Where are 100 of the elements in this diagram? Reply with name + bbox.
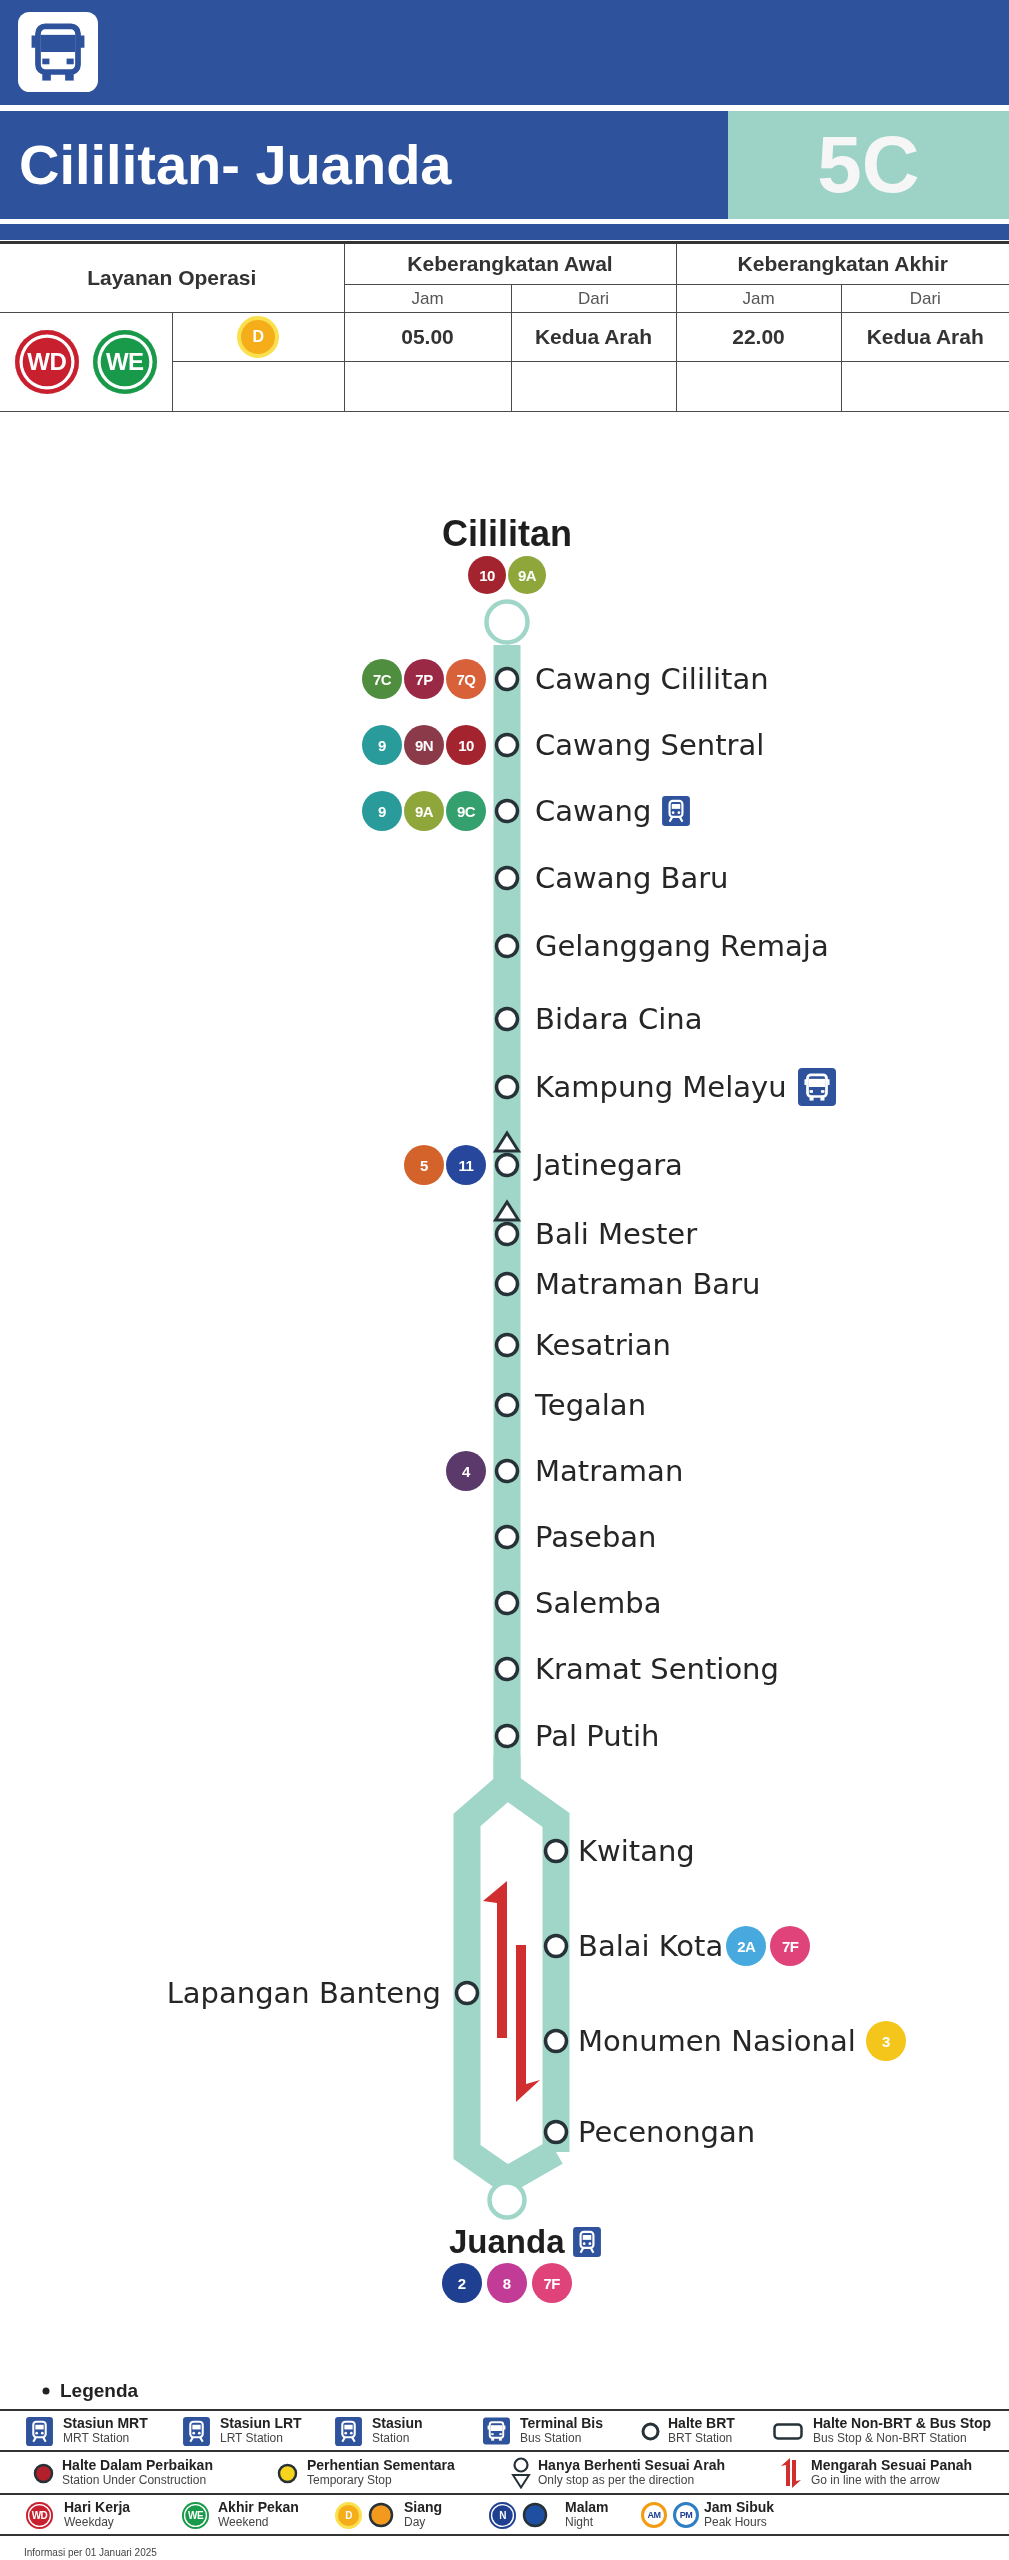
route-line bbox=[493, 966, 521, 999]
station-name: Pal Putih bbox=[535, 1718, 660, 1755]
route-badge: 11 bbox=[446, 1145, 486, 1185]
route-line bbox=[493, 1039, 521, 1067]
service-badge: D bbox=[335, 2501, 362, 2529]
station-name: Bali Mester bbox=[535, 1216, 698, 1253]
route-badge: 9C bbox=[446, 791, 486, 831]
route-line bbox=[493, 1557, 521, 1583]
service-badge: D bbox=[237, 316, 279, 358]
table-cell: 22.00 bbox=[676, 312, 841, 362]
column-subheader: Jam bbox=[344, 284, 511, 313]
station-name: Paseban bbox=[535, 1519, 657, 1556]
route-line bbox=[542, 1871, 570, 1926]
legend-text: Mengarah Sesuai Panah Go in line with the arrow bbox=[811, 2458, 973, 2488]
route-line bbox=[493, 1623, 521, 1649]
route-line bbox=[493, 765, 521, 791]
legend-heading: Legenda bbox=[60, 2379, 139, 2403]
route-badge: 2 bbox=[441, 2263, 482, 2303]
route-line bbox=[493, 1304, 521, 1325]
column-header: Layanan Operasi bbox=[0, 242, 344, 313]
route-badge: 10 bbox=[468, 556, 506, 594]
station-name: Matraman bbox=[535, 1453, 684, 1490]
route-badge: 8 bbox=[486, 2263, 527, 2303]
station-name: Jatinegara bbox=[535, 1147, 683, 1184]
legend-text: Stasiun MRT MRT Station bbox=[63, 2416, 148, 2446]
service-badge: WE bbox=[92, 330, 157, 394]
station-name: Tegalan bbox=[535, 1387, 646, 1424]
route-badge: 9 bbox=[362, 725, 402, 765]
legend-text: Halte Dalam Perbaikan Station Under Construction bbox=[62, 2458, 213, 2488]
route-line bbox=[453, 1756, 521, 1973]
route-badge: 5 bbox=[404, 1145, 444, 1185]
service-badge: N bbox=[489, 2501, 516, 2529]
station-name: Balai Kota bbox=[578, 1928, 724, 1965]
station-name: Cawang Cililitan bbox=[535, 661, 769, 698]
column-subheader: Jam bbox=[676, 284, 841, 313]
table-cell: Kedua Arah bbox=[511, 312, 676, 362]
route-badge: 9A bbox=[404, 791, 444, 831]
legend-text: Perhentian Sementara Temporary Stop bbox=[307, 2458, 455, 2488]
table-cell: 05.00 bbox=[344, 312, 511, 362]
station-name: Bidara Cina bbox=[535, 1001, 703, 1038]
route-badge: 4 bbox=[446, 1451, 486, 1491]
terminal-name: Cililitan bbox=[442, 514, 572, 554]
station-name: Kampung Melayu bbox=[535, 1069, 787, 1106]
legend-text: Hari Kerja Weekday bbox=[64, 2500, 131, 2530]
legend-text: Halte Non-BRT & Bus Stop Bus Stop & Non-BRT Station bbox=[813, 2416, 992, 2446]
route-line bbox=[542, 2061, 570, 2112]
station-name: Cawang Baru bbox=[535, 860, 729, 897]
route-badge: 10 bbox=[446, 725, 486, 765]
legend-text: Stasiun Station bbox=[372, 2416, 423, 2446]
service-badge: PM bbox=[673, 2502, 699, 2528]
route-badge: 3 bbox=[865, 2021, 906, 2061]
service-badge: WD bbox=[14, 330, 79, 394]
route-badge: 7C bbox=[362, 659, 402, 699]
legend-text: Jam Sibuk Peak Hours bbox=[704, 2500, 775, 2530]
route-line bbox=[493, 1491, 521, 1517]
route-line bbox=[493, 1365, 521, 1385]
column-header: Keberangkatan Akhir bbox=[676, 242, 1009, 285]
route-line bbox=[542, 1966, 570, 2021]
station-name: Kesatrian bbox=[535, 1327, 671, 1364]
legend-text: Stasiun LRT LRT Station bbox=[220, 2416, 302, 2446]
station-name: Cawang Sentral bbox=[535, 727, 765, 764]
station-name: Gelanggang Remaja bbox=[535, 928, 829, 965]
route-badge: 7Q bbox=[446, 659, 486, 699]
route-badge: 9N bbox=[404, 725, 444, 765]
route-line bbox=[493, 1689, 521, 1716]
route-line bbox=[493, 699, 521, 725]
station-name: Matraman Baru bbox=[535, 1266, 761, 1303]
legend-text: Terminal Bis Bus Station bbox=[520, 2416, 603, 2446]
route-line bbox=[493, 1425, 521, 1451]
route-line bbox=[493, 898, 521, 926]
route-badge: 7P bbox=[404, 659, 444, 699]
route-badge: 7F bbox=[531, 2263, 572, 2303]
station-name: Kwitang bbox=[578, 1833, 695, 1870]
route-title: Cililitan- Juanda bbox=[19, 137, 452, 193]
service-badge: WD bbox=[26, 2501, 53, 2529]
route-line bbox=[493, 831, 521, 858]
station-name: Kramat Sentiong bbox=[535, 1651, 779, 1688]
station-name: Pecenongan bbox=[578, 2114, 756, 2151]
station-name: Monumen Nasional bbox=[578, 2023, 856, 2060]
route-badge: 9A bbox=[508, 556, 546, 594]
footnote: Informasi per 01 Januari 2025 bbox=[24, 2546, 157, 2559]
route-badge: 9 bbox=[362, 791, 402, 831]
legend-text: Malam Night bbox=[565, 2500, 609, 2530]
legend-text: Siang Day bbox=[404, 2500, 443, 2530]
route-badge: 7F bbox=[770, 1926, 811, 1966]
station-name: Lapangan Banteng bbox=[166, 1975, 441, 2012]
route-code: 5C bbox=[728, 111, 1009, 219]
station-name: Salemba bbox=[535, 1585, 662, 1622]
service-badge: AM bbox=[641, 2502, 667, 2528]
route-line bbox=[493, 645, 521, 659]
column-subheader: Dari bbox=[511, 284, 676, 313]
legend-text: Hanya Berhenti Sesuai Arah Only stop as per the direction bbox=[538, 2458, 725, 2488]
column-header: Keberangkatan Awal bbox=[344, 242, 676, 285]
station-name: Cawang bbox=[535, 793, 652, 830]
route-line bbox=[493, 1185, 521, 1194]
route-line bbox=[493, 1107, 521, 1125]
legend-text: Halte BRT BRT Station bbox=[668, 2416, 735, 2446]
terminal-name: Juanda bbox=[449, 2222, 565, 2262]
legend-text: Akhir Pekan Weekend bbox=[218, 2500, 299, 2530]
service-badge: WE bbox=[182, 2501, 209, 2529]
